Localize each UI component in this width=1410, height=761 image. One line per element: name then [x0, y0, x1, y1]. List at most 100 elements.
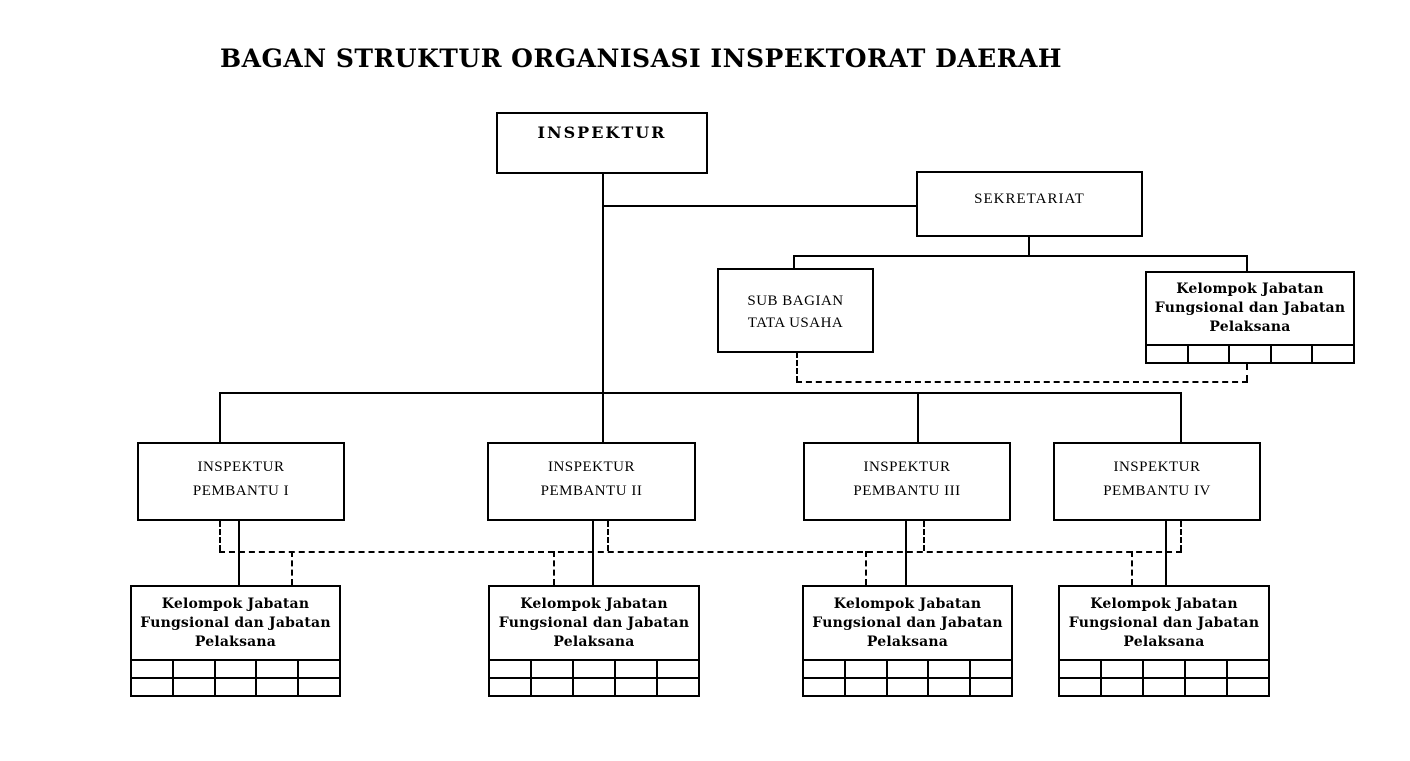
connector-pembantu2-kelompok2: [592, 521, 594, 587]
slot-cell: [888, 661, 930, 677]
slot-cell: [1228, 679, 1268, 695]
slot-cell: [132, 679, 174, 695]
slot-cell: [804, 661, 846, 677]
slot-cell: [1060, 679, 1102, 695]
slot-cell: [1102, 679, 1144, 695]
dashed-kelompok2-up: [553, 551, 555, 585]
node-inspektur-pembantu-3: INSPEKTUR PEMBANTU III: [803, 442, 1011, 521]
dashed-kelompok4-up: [1131, 551, 1133, 585]
dashed-kelompok3-up: [865, 551, 867, 585]
connector-pembantu3-kelompok3: [905, 521, 907, 587]
kelompok-line3: Pelaksana: [194, 633, 277, 650]
kelompok-line2: Fungsional dan Jabatan: [1068, 614, 1260, 631]
dashed-coordination-bus: [219, 551, 1182, 553]
slot-cell: [174, 661, 216, 677]
slot-row: [1060, 659, 1268, 677]
slot-row: [804, 659, 1011, 677]
node-sub-bagian-line2: TATA USAHA: [747, 315, 844, 331]
node-kelompok-jabatan-sekretariat: Kelompok Jabatan Fungsional dan Jabatan …: [1145, 271, 1355, 364]
slot-cell: [490, 679, 532, 695]
slot-cell: [971, 679, 1011, 695]
kelompok-line2: Fungsional dan Jabatan: [812, 614, 1003, 631]
pembantu1-line2: PEMBANTU I: [192, 483, 290, 499]
kelompok-line3: Pelaksana: [1209, 319, 1291, 335]
connector-subbagian-riser: [793, 255, 795, 270]
kelompok-line2: Fungsional dan Jabatan: [140, 614, 331, 631]
pembantu2-line2: PEMBANTU II: [540, 483, 643, 499]
slot-row: [1147, 344, 1353, 362]
connector-kelompok-sekretariat-riser: [1246, 255, 1248, 273]
slot-cell: [658, 661, 698, 677]
slot-table-kelompok-4: [1060, 659, 1268, 695]
kelompok-line1: Kelompok Jabatan: [1176, 281, 1324, 297]
slot-cell: [1189, 346, 1231, 362]
kelompok-label: Kelompok Jabatan Fungsional dan Jabatan …: [490, 587, 698, 659]
slot-cell: [1186, 679, 1228, 695]
slot-cell: [1230, 346, 1272, 362]
slot-cell: [616, 661, 658, 677]
kelompok-line1: Kelompok Jabatan: [520, 595, 668, 612]
slot-cell: [929, 679, 972, 695]
slot-cell: [1228, 661, 1268, 677]
connector-pembantu4-kelompok4: [1165, 521, 1167, 587]
kelompok-line3: Pelaksana: [1123, 633, 1205, 650]
kelompok-line1: Kelompok Jabatan: [1090, 595, 1238, 612]
slot-cell: [574, 679, 616, 695]
chart-title: BAGAN STRUKTUR ORGANISASI INSPEKTORAT DA…: [220, 44, 1063, 73]
dashed-pembantu1-down: [219, 521, 221, 551]
node-sub-bagian-line1: SUB BAGIAN: [747, 293, 844, 309]
slot-cell: [1313, 346, 1353, 362]
node-sekretariat-label: SEKRETARIAT: [974, 191, 1085, 207]
node-kelompok-jabatan-2: Kelompok Jabatan Fungsional dan Jabatan …: [488, 585, 700, 697]
slot-cell: [929, 661, 972, 677]
dashed-pembantu3-down: [923, 521, 925, 551]
connector-pembantu1-kelompok1: [238, 521, 240, 587]
slot-cell: [299, 661, 339, 677]
slot-row: [804, 677, 1011, 695]
slot-cell: [1147, 346, 1189, 362]
kelompok-line1: Kelompok Jabatan: [833, 595, 982, 612]
slot-table-kelompok-2: [490, 659, 698, 695]
connector-trunk-drop-pembantu-1: [219, 392, 221, 444]
kelompok-line2: Fungsional dan Jabatan: [498, 614, 690, 631]
connector-inspektur-sekretariat: [602, 205, 918, 207]
kelompok-label: Kelompok Jabatan Fungsional dan Jabatan …: [1060, 587, 1268, 659]
pembantu4-line2: PEMBANTU IV: [1103, 483, 1211, 499]
slot-row: [132, 677, 339, 695]
slot-row: [490, 659, 698, 677]
slot-cell: [216, 679, 258, 695]
slot-cell: [888, 679, 930, 695]
connector-trunk: [219, 392, 1182, 394]
slot-cell: [971, 661, 1011, 677]
slot-table-kelompok-1: [132, 659, 339, 695]
connector-sekretariat-drop: [1028, 237, 1030, 257]
node-inspektur: INSPEKTUR: [496, 112, 708, 174]
kelompok-label: Kelompok Jabatan Fungsional dan Jabatan …: [804, 587, 1011, 659]
connector-inspektur-drop: [602, 174, 604, 443]
slot-cell: [532, 679, 574, 695]
slot-row: [1060, 677, 1268, 695]
kelompok-line3: Pelaksana: [553, 633, 635, 650]
slot-table-kelompok-3: [804, 659, 1011, 695]
slot-cell: [132, 661, 174, 677]
slot-cell: [490, 661, 532, 677]
dashed-kelompok-sekretariat-up: [1246, 364, 1248, 381]
node-sub-bagian-tata-usaha: SUB BAGIAN TATA USAHA: [717, 268, 874, 353]
pembantu2-line1: INSPEKTUR: [547, 459, 635, 475]
pembantu3-line1: INSPEKTUR: [863, 459, 951, 475]
slot-cell: [174, 679, 216, 695]
slot-cell: [216, 661, 258, 677]
slot-cell: [1102, 661, 1144, 677]
pembantu3-line2: PEMBANTU III: [853, 483, 961, 499]
node-inspektur-pembantu-1: INSPEKTUR PEMBANTU I: [137, 442, 345, 521]
slot-cell: [257, 661, 300, 677]
pembantu4-line1: INSPEKTUR: [1113, 459, 1201, 475]
slot-table-sekretariat: [1147, 344, 1353, 362]
kelompok-label: Kelompok Jabatan Fungsional dan Jabatan …: [132, 587, 339, 659]
slot-cell: [1272, 346, 1314, 362]
slot-cell: [299, 679, 339, 695]
dashed-pembantu4-down: [1180, 521, 1182, 551]
slot-cell: [1186, 661, 1228, 677]
slot-cell: [658, 679, 698, 695]
slot-row: [132, 659, 339, 677]
